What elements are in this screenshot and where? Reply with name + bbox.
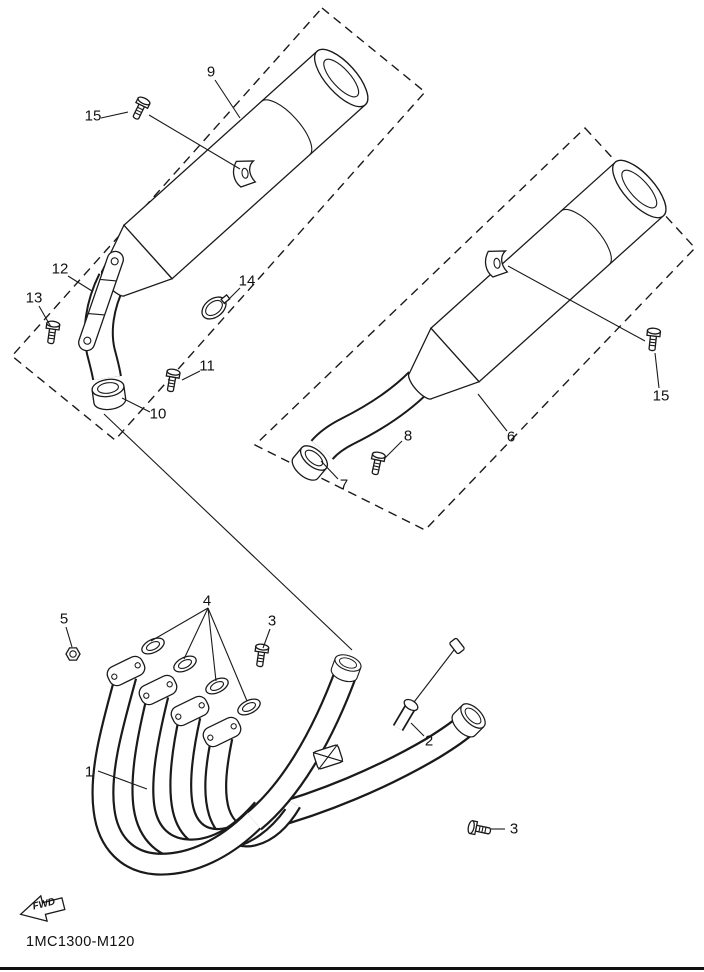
callout-6: 6 xyxy=(506,428,516,446)
bolt-part3-lower xyxy=(466,819,493,839)
right-muffler-inlet-pipe xyxy=(310,371,430,461)
muffler-stay-bracket-part12 xyxy=(78,250,124,352)
callout-9: 9 xyxy=(206,63,216,81)
bolt-part15-right xyxy=(644,326,662,352)
gasket-part4-1 xyxy=(138,634,168,658)
left-muffler-assembly-box xyxy=(10,7,427,441)
callout-15-left: 15 xyxy=(84,107,102,125)
callout-13: 13 xyxy=(25,289,43,307)
callout-15-right: 15 xyxy=(652,387,670,405)
assembly-line xyxy=(103,413,353,651)
gasket-part4-4 xyxy=(234,695,264,719)
right-muffler-body xyxy=(407,159,667,400)
callout-3-upper: 3 xyxy=(267,612,277,630)
part-code: 1MC1300-M120 xyxy=(26,934,135,950)
bolt-part3-upper xyxy=(252,642,270,669)
callout-10: 10 xyxy=(149,405,167,423)
page-edge-line xyxy=(0,967,704,970)
gasket-part4-3 xyxy=(202,674,232,698)
callout-5: 5 xyxy=(59,610,69,628)
callout-4: 4 xyxy=(202,592,212,610)
callout-3-lower: 3 xyxy=(509,820,519,838)
callout-11: 11 xyxy=(199,357,215,375)
mid-bracket xyxy=(312,744,344,770)
nut-part5 xyxy=(65,647,81,661)
left-inlet-collar-part10 xyxy=(90,376,128,413)
bolt-part8 xyxy=(367,450,387,477)
callout-14: 14 xyxy=(238,272,256,290)
callout-8: 8 xyxy=(403,427,413,445)
callout-2: 2 xyxy=(424,732,434,750)
bolt-part11 xyxy=(163,367,182,394)
oxygen-sensor-part2 xyxy=(392,637,465,732)
fwd-arrow-icon xyxy=(19,894,66,923)
bolt-part15-left xyxy=(128,94,152,123)
callout-7: 7 xyxy=(339,476,349,494)
callout-12: 12 xyxy=(51,260,69,278)
callout-1: 1 xyxy=(84,763,94,781)
clamp-part14 xyxy=(201,294,231,320)
bolt-part13 xyxy=(43,319,61,346)
left-muffler-body xyxy=(100,48,369,297)
leader-lines xyxy=(38,79,660,830)
exhaust-header-pipes-part1 xyxy=(91,665,478,876)
